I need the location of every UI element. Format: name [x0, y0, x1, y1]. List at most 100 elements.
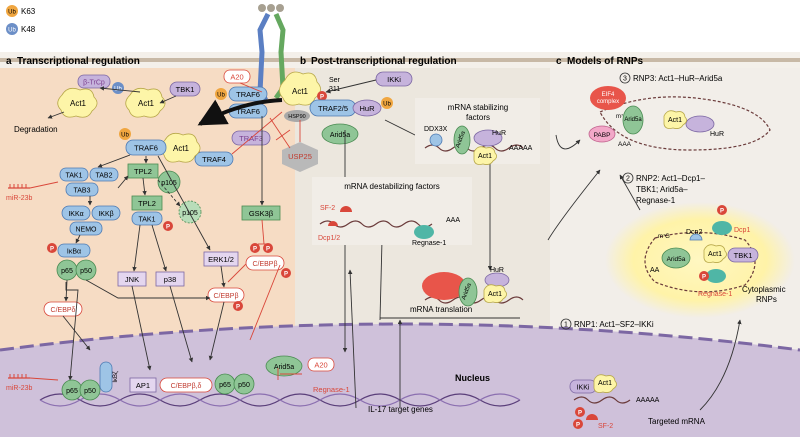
arid5a-stab-node [453, 125, 471, 155]
traf6-node-a [125, 139, 167, 156]
tbk1-node [169, 81, 201, 97]
tab2-node [89, 167, 119, 182]
tak1-node [59, 167, 89, 182]
ub-k48-icon-act1 [112, 82, 124, 94]
rnp1-number-circle [560, 318, 572, 330]
destab-title: mRNA destabilizing factors [344, 182, 440, 191]
mir23b-hairpin [8, 181, 59, 189]
rnp3-number: 3 [623, 76, 627, 83]
p-regnase: P [702, 275, 706, 281]
phospho-icon-gsk2 [263, 243, 273, 253]
btrcp-node [77, 74, 111, 89]
hur-label-b: HuR [359, 104, 375, 113]
sf2-rnp1-label: SF-2 [598, 423, 613, 430]
mir23b-label: miR-23b [6, 195, 33, 202]
phospho-icon [317, 91, 327, 101]
rnp1-label: RNP1: Act1–SF2–IKKi [574, 320, 654, 329]
ikkb-label: IKKβ [98, 211, 113, 218]
act1-receptor-shape [279, 71, 321, 106]
usp25-shape [282, 142, 318, 172]
tpl2b-label: TPL2 [138, 199, 156, 208]
panel-a-title: Transcriptional regulation [17, 56, 140, 67]
ikki-rnp1-label: IKKi [577, 385, 590, 392]
regnase-rnp2-node [706, 269, 726, 283]
rnp2-label-2: TBK1; Arid5a– [636, 185, 688, 194]
ikbz-label: IκBζ [113, 371, 119, 383]
cebpb-node-b [245, 255, 285, 271]
tbk1-rnp2-node [727, 247, 759, 263]
aa-rnp2-label: AA [650, 267, 660, 274]
act1-left-shape [57, 87, 98, 118]
panel-c-title: Models of RNPs [567, 56, 644, 67]
p-dcp1: P [720, 209, 724, 215]
cebpbd-node [159, 377, 213, 393]
arid5a-trans-node [458, 277, 478, 307]
p105-label: p105 [161, 180, 177, 187]
panel-b-letter: b [300, 56, 306, 67]
ddx3x-node [429, 133, 443, 147]
p-ikba: P [50, 247, 54, 253]
sf2-rnp1-node [586, 414, 598, 420]
usp25-label: USP25 [288, 152, 312, 161]
arid5a-stab-label: Arid5a [455, 130, 467, 149]
translation-label: mRNA translation [410, 305, 472, 314]
cebpb-node-a [207, 287, 245, 303]
cebpbd-label: C/EBPβ,δ [171, 383, 202, 390]
arid5a-label-b: Arid5a [330, 132, 350, 139]
arid5a-rnp2-node [661, 247, 691, 269]
act1-rnp1-shape [593, 374, 617, 393]
mrna-stab-strand [424, 144, 524, 152]
panel-c-letter: c [556, 56, 562, 67]
dcp2-node [689, 233, 703, 241]
rnp2-loop [644, 231, 756, 293]
mir23b-nuc-hairpin [8, 374, 59, 381]
act1-center-label: Act1 [173, 144, 190, 153]
aaaaa-stab-label: AAAAA [509, 145, 533, 152]
ub-k63-icon [6, 5, 18, 17]
p38-label: p38 [164, 275, 177, 284]
p-tak1: P [166, 225, 170, 231]
hur-rnp3-label: HuR [710, 131, 724, 138]
eif4-label-2: complex [597, 99, 619, 105]
tpl2-label: TPL2 [134, 167, 152, 176]
act1-center-shape [160, 132, 201, 163]
traf4-node [194, 151, 234, 167]
act1-rnp2-shape [703, 244, 727, 263]
dcp1-node [712, 221, 732, 235]
p65-label-nuc: p65 [66, 388, 78, 395]
rnp2-label-1: RNP2: Act1–Dcp1– [636, 174, 705, 183]
gsk3b-label: GSK3β [249, 209, 274, 218]
dcp-node [328, 221, 338, 226]
tak1b-label: TAK1 [139, 217, 156, 224]
ikba-label: IκBα [67, 249, 81, 256]
legend-k48: K48 [21, 25, 36, 34]
p-gsk-3: P [284, 272, 288, 278]
pabp-node [588, 125, 616, 143]
arid5a-trans-label: Arid5a [461, 282, 473, 301]
nemo-node [69, 221, 103, 236]
traf4-label: TRAF4 [202, 155, 226, 164]
rnp2-number: 2 [626, 176, 630, 183]
rnp2-label-3: Regnase-1 [636, 196, 676, 205]
regnase-rnp2-label: Regnase-1 [698, 291, 732, 298]
regnase-destab-node [414, 225, 434, 239]
ub-icon-traf6-a [119, 128, 131, 140]
phospho-icon-sf2b [573, 419, 583, 429]
ikki-label: IKKi [387, 75, 401, 84]
eif4-label-1: EIF4 [602, 92, 615, 98]
a20-node-top [223, 69, 251, 84]
p65-label-a: p65 [61, 268, 73, 275]
cyto-rnps-label-1: Cytoplasmic [742, 285, 786, 294]
hur-node-b [352, 99, 382, 117]
act1-left-label: Act1 [70, 99, 87, 108]
p-sf2-b: P [576, 423, 580, 429]
ribosome-shape [422, 272, 466, 300]
act1-receptor-label: Act1 [292, 87, 309, 96]
arid5a-node-b [321, 123, 359, 145]
act1-mid-label: Act1 [138, 99, 155, 108]
nemo-label: NEMO [76, 227, 98, 234]
arid5a-rnp3-label: Arid5a [624, 117, 642, 123]
p50b-node-nuc [233, 373, 255, 395]
act1-stab-label: Act1 [478, 153, 492, 160]
phospho-icon-gsk3 [281, 268, 291, 278]
